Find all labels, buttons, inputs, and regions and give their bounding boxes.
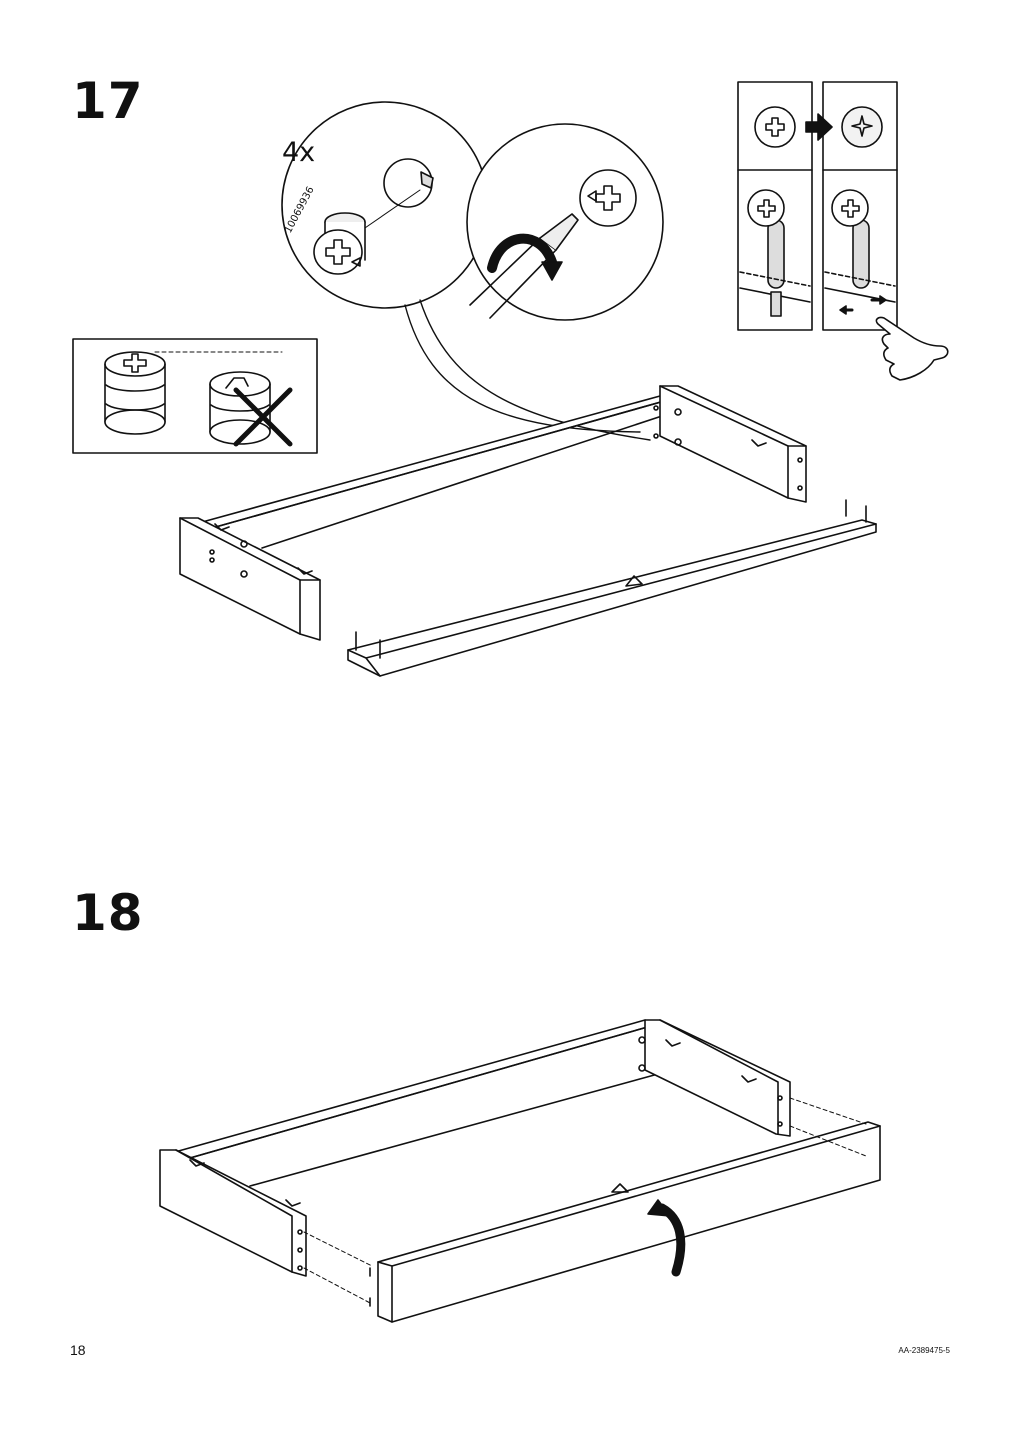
frame-assembly-step18 [159, 1019, 881, 1323]
hand-icon [875, 316, 949, 381]
page-number: 18 [70, 1342, 86, 1358]
step-number: 17 [72, 72, 144, 130]
step-number: 18 [72, 884, 144, 942]
tighten-instruction-box [737, 81, 898, 331]
correct-incorrect-box [72, 338, 318, 454]
screwdriver-callout [466, 123, 664, 321]
document-id: AA-2389475-5 [898, 1346, 950, 1355]
frame-assembly-step17 [179, 385, 877, 677]
quantity-label: 4x [282, 137, 316, 168]
cam-lock-callout [281, 101, 489, 309]
